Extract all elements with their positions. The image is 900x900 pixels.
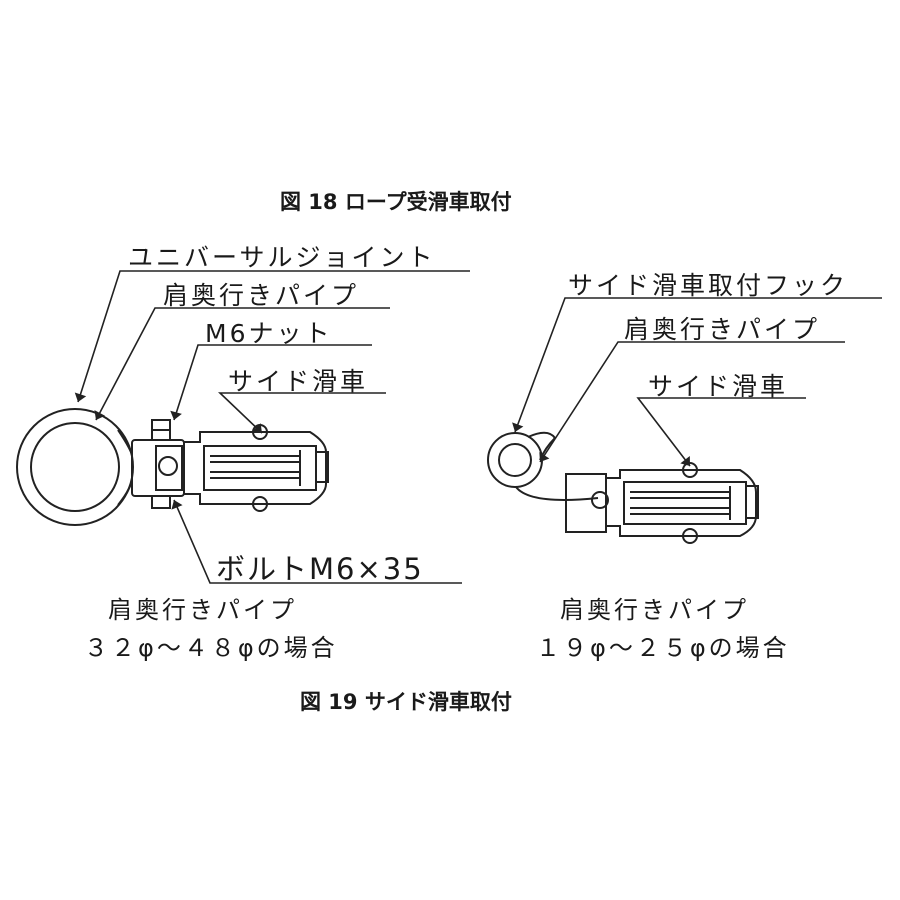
label-universal-joint: ユニバーサルジョイント	[128, 243, 436, 272]
right-pulley-screw-top	[682, 462, 698, 478]
hook-ring-inner	[498, 443, 532, 477]
left-leader-lines	[77, 270, 470, 584]
right-pulley-frame	[606, 469, 757, 537]
label-side-pulley-left: サイド滑車	[228, 367, 369, 396]
hook-wire	[515, 486, 599, 501]
figure-19-title: 図 19 サイド滑車取付	[300, 690, 512, 714]
label-pipe-left: 肩奥行きパイプ	[163, 281, 360, 310]
pipe-ring-outer	[16, 408, 134, 526]
universal-joint-neck	[117, 429, 133, 506]
joint-pin	[158, 456, 178, 476]
label-hook: サイド滑車取付フック	[568, 271, 849, 300]
right-pulley-end-cap	[745, 485, 759, 519]
right-pulley-screw-bottom	[682, 528, 698, 544]
left-caption-line1: 肩奥行きパイプ	[108, 596, 297, 624]
pulley-end-cap	[315, 451, 329, 483]
right-clamp-block	[565, 473, 607, 533]
right-caption-line2: １９φ～２５φの場合	[536, 634, 790, 662]
right-assembly	[487, 431, 759, 544]
label-m6-nut: M6ナット	[205, 319, 333, 348]
figure-18-title: 図 18 ロープ受滑車取付	[280, 190, 512, 214]
bolt-stub	[151, 495, 171, 509]
right-leader-lines	[514, 297, 882, 467]
right-pulley-housing	[623, 481, 747, 525]
label-side-pulley-right: サイド滑車	[648, 372, 789, 401]
label-bolt: ボルトM6×35	[216, 552, 424, 586]
arrowheads	[74, 392, 690, 510]
pulley-frame	[184, 431, 327, 505]
right-clamp-pin	[591, 491, 609, 509]
left-assembly	[16, 408, 329, 526]
hook-ring-outer	[487, 432, 543, 488]
pipe-ring-inner	[30, 422, 120, 512]
right-caption-line1: 肩奥行きパイプ	[560, 596, 749, 624]
joint-inner-block	[155, 445, 183, 491]
left-caption-line2: ３２φ～４８φの場合	[84, 634, 338, 662]
label-pipe-right: 肩奥行きパイプ	[624, 315, 821, 344]
pulley-screw-bottom	[252, 496, 268, 512]
